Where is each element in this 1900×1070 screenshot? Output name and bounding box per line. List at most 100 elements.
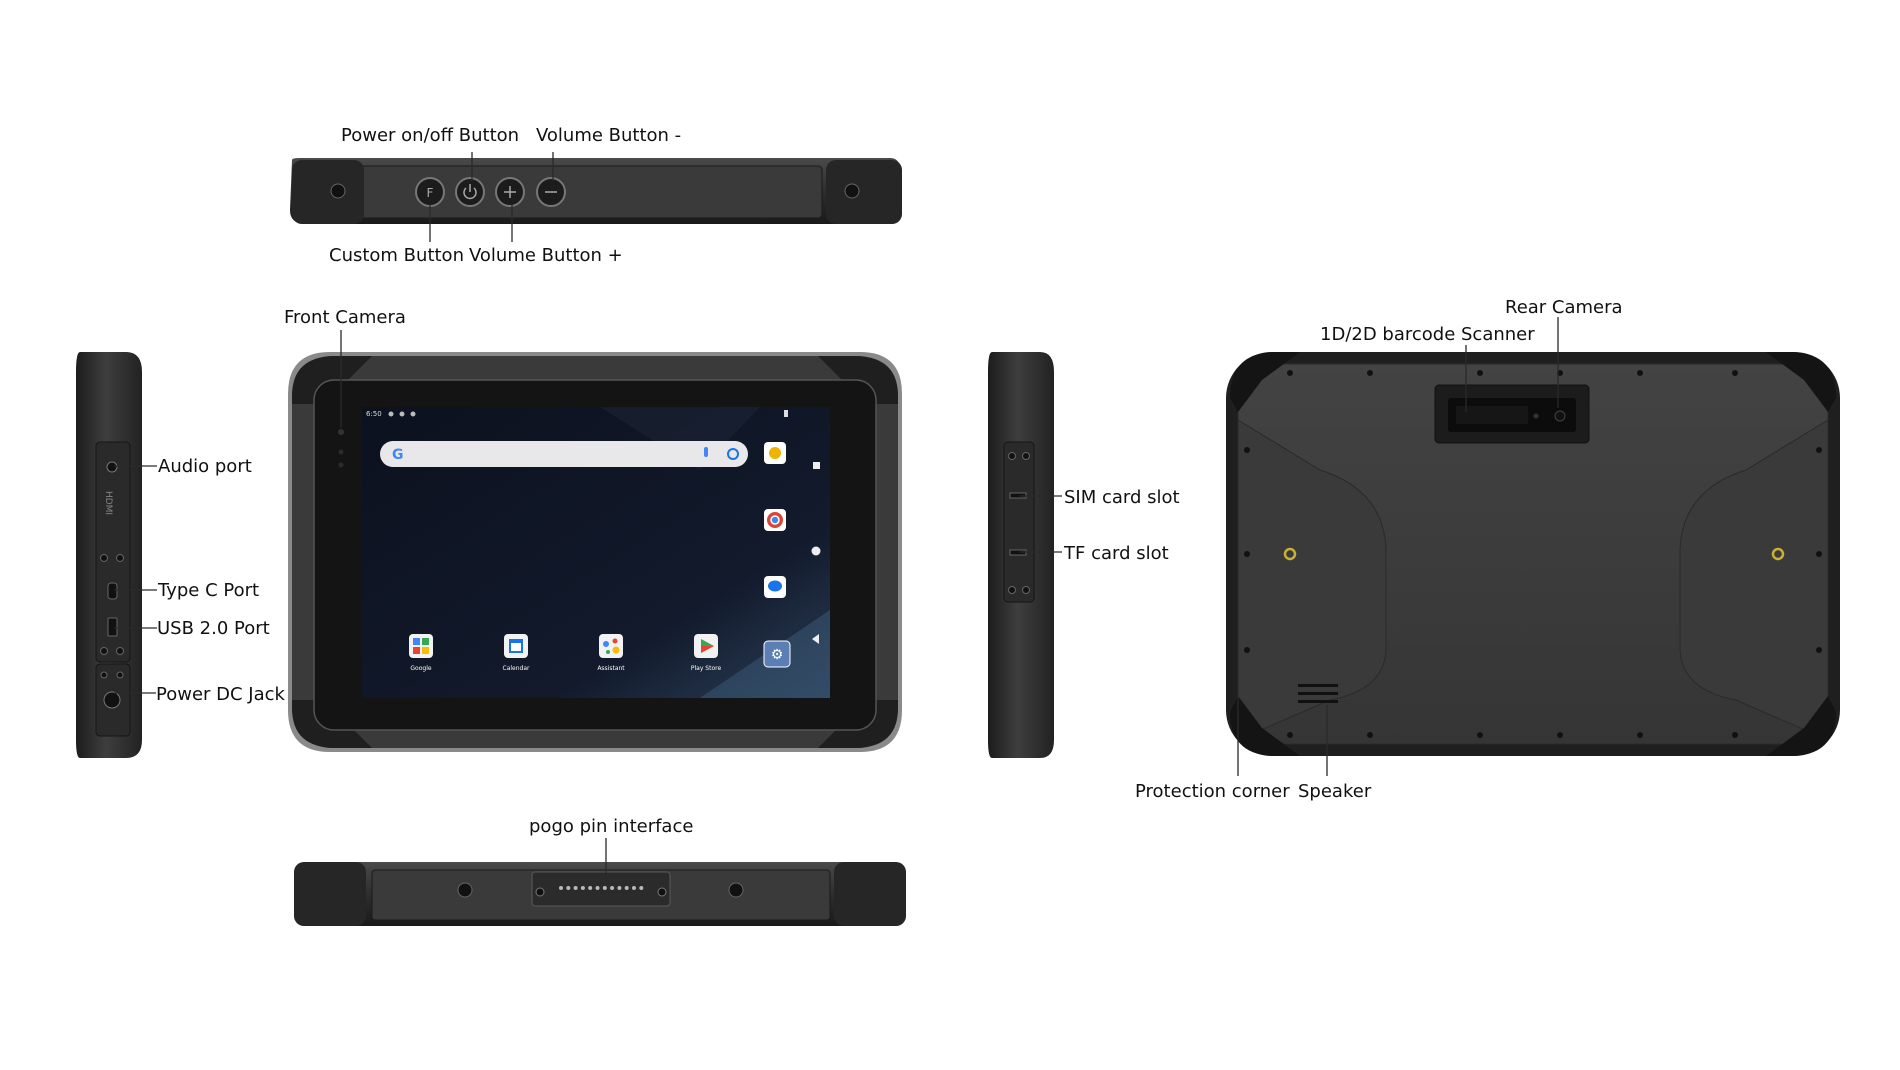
- screen: 6:50 G ⚙: [362, 407, 830, 698]
- pogo-pin-contact: [588, 886, 593, 890]
- label-volume-plus: Volume Button +: [469, 245, 623, 266]
- barcode-scanner-window: [1456, 406, 1528, 424]
- screw-icon: [100, 671, 108, 679]
- screw-icon: [116, 554, 124, 562]
- power-dc-jack[interactable]: [103, 691, 121, 709]
- right-dock: ⚙: [763, 442, 791, 668]
- pogo-pin-contact: [624, 886, 629, 890]
- label-usb-port: USB 2.0 Port: [157, 618, 270, 639]
- pogo-pin-contact: [602, 886, 607, 890]
- pogo-pin-contact: [580, 886, 585, 890]
- label-rear-camera: Rear Camera: [1505, 297, 1623, 318]
- sensor-dot: [338, 462, 344, 468]
- flash-dot: [1533, 413, 1539, 419]
- back-button[interactable]: [812, 634, 819, 644]
- app-label: Assistant: [597, 665, 625, 672]
- pogo-pin-contact: [573, 886, 578, 890]
- hdmi-port-label: HDMI: [103, 491, 113, 515]
- tablet-front-view: 6:50 G ⚙: [288, 352, 902, 752]
- label-power-button: Power on/off Button: [341, 125, 519, 146]
- recents-button[interactable]: [813, 462, 820, 469]
- volume-plus-icon: [504, 186, 516, 198]
- app-label: Google: [410, 665, 431, 672]
- label-volume-minus: Volume Button -: [536, 125, 681, 146]
- label-type-c-port: Type C Port: [157, 580, 259, 601]
- volume-plus-button[interactable]: [495, 177, 525, 207]
- status-icon: [399, 411, 405, 417]
- label-custom-button: Custom Button: [329, 245, 464, 266]
- home-button[interactable]: [811, 546, 821, 556]
- lens-icon[interactable]: [727, 448, 739, 460]
- screw-icon: [100, 647, 108, 655]
- gear-icon: ⚙: [771, 647, 784, 663]
- pogo-ring-left: [1283, 547, 1297, 561]
- search-google-logo: G: [392, 447, 404, 463]
- label-speaker: Speaker: [1298, 781, 1372, 802]
- tablet-back-view: [1226, 352, 1840, 756]
- tablet-left-side-view: HDMI: [76, 352, 142, 758]
- app-play-store[interactable]: Play Store: [691, 634, 722, 672]
- label-pogo-pin: pogo pin interface: [529, 816, 693, 837]
- power-icon: [463, 184, 477, 200]
- label-tf-slot: TF card slot: [1063, 543, 1169, 564]
- label-barcode-scanner: 1D/2D barcode Scanner: [1320, 324, 1535, 345]
- label-power-dc-jack: Power DC Jack: [156, 684, 286, 705]
- app-calendar[interactable]: Calendar: [503, 634, 531, 672]
- label-audio-port: Audio port: [158, 456, 252, 477]
- custom-f-icon: F: [427, 186, 434, 200]
- mic-icon[interactable]: [704, 447, 708, 457]
- tablet-top-view: F: [290, 158, 902, 224]
- bottom-app-row: Google Calendar Assistant: [409, 634, 721, 672]
- label-protection-corner: Protection corner: [1135, 781, 1290, 802]
- front-camera-lens: [338, 429, 344, 435]
- screw-icon: [116, 647, 124, 655]
- nav-buttons: [811, 462, 821, 644]
- status-icon: [388, 411, 394, 417]
- screw-icon: [1008, 586, 1016, 594]
- status-icon: [410, 411, 416, 417]
- tablet-right-side-view: [988, 352, 1054, 758]
- search-bar[interactable]: G: [380, 441, 748, 467]
- screw-icon: [116, 671, 124, 679]
- screw-icon: [330, 183, 346, 199]
- screw-icon: [844, 183, 860, 199]
- screw-icon: [1008, 452, 1016, 460]
- back-screws: [1244, 370, 1822, 738]
- screw-icon: [1022, 452, 1030, 460]
- screw-icon: [457, 882, 473, 898]
- pogo-pin-contact: [632, 886, 636, 890]
- pogo-pin-contact: [639, 886, 644, 890]
- label-front-camera: Front Camera: [284, 307, 406, 328]
- pogo-pin-contact: [566, 886, 571, 890]
- power-button[interactable]: [455, 177, 485, 207]
- pogo-pin-contact: [595, 886, 600, 890]
- pogo-pin-interface: [531, 871, 671, 907]
- pogo-pin-contact: [559, 886, 563, 890]
- audio-jack[interactable]: [106, 461, 118, 473]
- pogo-pin-contact: [610, 886, 615, 890]
- screw-icon: [100, 554, 108, 562]
- volume-minus-button[interactable]: [536, 177, 566, 207]
- screw-icon: [728, 882, 744, 898]
- camera-scanner-module: [1434, 384, 1590, 444]
- pogo-pin-contact: [617, 886, 622, 890]
- custom-button[interactable]: F: [415, 177, 445, 207]
- speaker-grille: [1298, 684, 1338, 703]
- app-google[interactable]: Google: [409, 634, 433, 672]
- app-icon-settings[interactable]: [763, 640, 791, 668]
- label-sim-slot: SIM card slot: [1064, 487, 1180, 508]
- app-assistant[interactable]: Assistant: [597, 634, 625, 672]
- leader-lines: [114, 152, 1559, 882]
- tablet-bottom-view: [294, 862, 906, 926]
- screw-icon: [1022, 586, 1030, 594]
- type-c-port[interactable]: [107, 582, 118, 600]
- status-time: 6:50: [366, 410, 382, 418]
- pogo-pins: [559, 886, 644, 890]
- app-label: Calendar: [503, 665, 531, 672]
- sensor-dot: [338, 449, 344, 455]
- battery-icon: [784, 410, 788, 417]
- usb-port[interactable]: [107, 617, 118, 637]
- pogo-ring-right: [1771, 547, 1785, 561]
- callout-labels: Power on/off Button Volume Button - Cust…: [156, 125, 1623, 837]
